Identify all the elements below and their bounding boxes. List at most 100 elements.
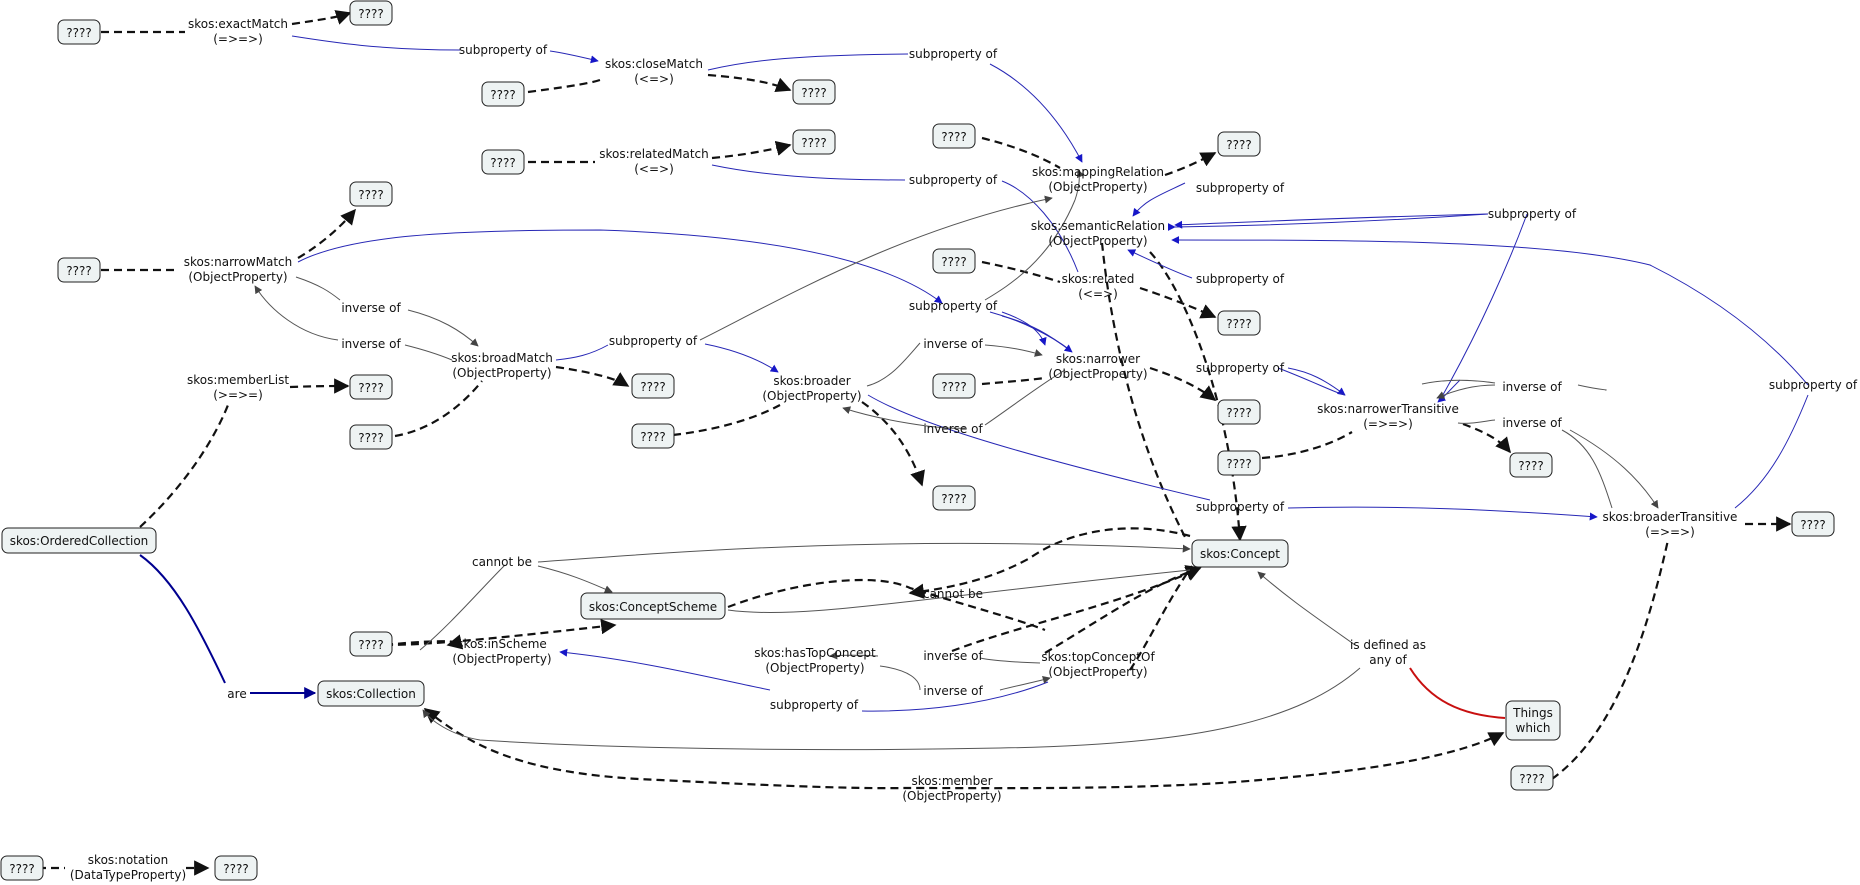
unknown-node[interactable]: ????	[792, 79, 836, 105]
subproperty-of-label: subproperty of	[609, 334, 698, 348]
inverse-of-label: inverse of	[341, 337, 401, 351]
unknown-node[interactable]: ????	[481, 81, 525, 107]
unknown-node[interactable]: ????	[631, 423, 675, 449]
svg-text:(ObjectProperty): (ObjectProperty)	[1048, 234, 1147, 248]
narrow-match-property: skos:narrowMatch (ObjectProperty)	[184, 255, 293, 284]
svg-text:skos:mappingRelation: skos:mappingRelation	[1032, 165, 1164, 179]
unknown-node[interactable]: ????	[1791, 511, 1835, 537]
unknown-node[interactable]: ????	[932, 123, 976, 149]
unknown-node[interactable]: ????	[57, 19, 101, 45]
svg-text:(<=>): (<=>)	[1078, 287, 1118, 301]
svg-text:(=>=>): (=>=>)	[1363, 417, 1413, 431]
cannot-be-label: cannot be	[472, 555, 532, 569]
unknown-node[interactable]: ????	[1217, 399, 1261, 425]
svg-text:????: ????	[490, 156, 515, 170]
unknown-node[interactable]: ????	[932, 485, 976, 511]
broad-match-property: skos:broadMatch (ObjectProperty)	[451, 351, 553, 380]
svg-text:????: ????	[358, 7, 383, 21]
subproperty-of-label: subproperty of	[1196, 181, 1285, 195]
unknown-node[interactable]: ????	[1217, 310, 1261, 336]
svg-text:????: ????	[1226, 138, 1251, 152]
svg-text:(ObjectProperty): (ObjectProperty)	[902, 789, 1001, 803]
dashed-edges	[38, 10, 1792, 876]
svg-text:????: ????	[490, 88, 515, 102]
svg-text:skos:member: skos:member	[911, 774, 992, 788]
svg-text:????: ????	[941, 130, 966, 144]
svg-text:????: ????	[801, 136, 826, 150]
svg-text:skos:broaderTransitive: skos:broaderTransitive	[1603, 510, 1738, 524]
collection-node[interactable]: skos:Collection	[317, 680, 425, 707]
inverse-of-label: inverse of	[1502, 380, 1562, 394]
things-which-node[interactable]: Things which	[1505, 700, 1561, 741]
svg-text:????: ????	[223, 862, 248, 876]
svg-text:????: ????	[66, 264, 91, 278]
svg-text:(ObjectProperty): (ObjectProperty)	[1048, 665, 1147, 679]
narrower-transitive-property: skos:narrowerTransitive (=>=>)	[1317, 402, 1459, 431]
svg-text:skos:Concept: skos:Concept	[1200, 547, 1280, 561]
unknown-node[interactable]: ????	[214, 855, 258, 881]
svg-text:(ObjectProperty): (ObjectProperty)	[762, 389, 861, 403]
concept-node[interactable]: skos:Concept	[1191, 539, 1289, 568]
unknown-node[interactable]: ????	[1217, 131, 1261, 157]
subproperty-of-label: subproperty of	[1196, 361, 1285, 375]
subproperty-of-label: subproperty of	[909, 173, 998, 187]
unknown-node[interactable]: ????	[792, 129, 836, 155]
unknown-node[interactable]: ????	[481, 149, 525, 175]
svg-text:????: ????	[941, 492, 966, 506]
svg-text:skos:broadMatch: skos:broadMatch	[451, 351, 553, 365]
svg-text:????: ????	[358, 381, 383, 395]
inverse-edges	[254, 169, 1659, 691]
svg-text:(ObjectProperty): (ObjectProperty)	[765, 661, 864, 675]
close-match-property: skos:closeMatch (<=>)	[605, 57, 703, 86]
svg-text:????: ????	[358, 638, 383, 652]
unknown-node[interactable]: ????	[349, 631, 393, 657]
mapping-relation-property: skos:mappingRelation (ObjectProperty)	[1032, 165, 1164, 194]
svg-text:skos:topConceptOf: skos:topConceptOf	[1041, 650, 1155, 664]
unknown-node[interactable]: ????	[0, 855, 44, 881]
svg-text:(<=>): (<=>)	[634, 162, 674, 176]
unknown-node[interactable]: ????	[932, 373, 976, 399]
svg-text:skos:narrowMatch: skos:narrowMatch	[184, 255, 293, 269]
unknown-node[interactable]: ????	[1217, 450, 1261, 476]
subproperty-of-label: subproperty of	[770, 698, 859, 712]
unknown-node[interactable]: ????	[349, 0, 393, 26]
svg-text:(<=>): (<=>)	[634, 72, 674, 86]
svg-text:skos:related: skos:related	[1062, 272, 1135, 286]
svg-text:(=>=>): (=>=>)	[213, 32, 263, 46]
svg-text:????: ????	[1518, 459, 1543, 473]
svg-text:skos:OrderedCollection: skos:OrderedCollection	[10, 534, 149, 548]
svg-text:skos:closeMatch: skos:closeMatch	[605, 57, 703, 71]
unknown-node[interactable]: ????	[631, 373, 675, 399]
broader-transitive-property: skos:broaderTransitive (=>=>)	[1603, 510, 1738, 539]
unknown-node[interactable]: ????	[349, 374, 393, 400]
broader-property: skos:broader (ObjectProperty)	[762, 374, 861, 403]
svg-text:any of: any of	[1369, 653, 1407, 667]
svg-text:????: ????	[358, 188, 383, 202]
svg-text:????: ????	[1226, 406, 1251, 420]
inverse-of-label: inverse of	[923, 684, 983, 698]
subproperty-of-label: subproperty of	[1196, 272, 1285, 286]
ordered-collection-node[interactable]: skos:OrderedCollection	[1, 527, 157, 554]
unknown-node[interactable]: ????	[349, 181, 393, 207]
svg-text:????: ????	[801, 86, 826, 100]
unknown-node[interactable]: ????	[57, 257, 101, 283]
in-scheme-property: skos:inScheme (ObjectProperty)	[452, 637, 551, 666]
svg-text:(ObjectProperty): (ObjectProperty)	[452, 652, 551, 666]
svg-text:????: ????	[1519, 772, 1544, 786]
unknown-node[interactable]: ????	[349, 424, 393, 450]
concept-scheme-node[interactable]: skos:ConceptScheme	[580, 592, 726, 620]
svg-text:(>=>=): (>=>=)	[213, 388, 263, 402]
svg-text:????: ????	[1226, 457, 1251, 471]
svg-text:(DataTypeProperty): (DataTypeProperty)	[70, 868, 186, 882]
unknown-node[interactable]: ????	[932, 248, 976, 274]
subproperty-edges	[291, 35, 1809, 712]
inverse-of-label: inverse of	[923, 337, 983, 351]
unknown-node[interactable]: ????	[1509, 452, 1553, 478]
are-label: are	[227, 687, 246, 701]
unknown-node[interactable]: ????	[1510, 765, 1554, 791]
svg-text:????: ????	[1800, 518, 1825, 532]
exact-match-property: skos:exactMatch (=>=>)	[188, 17, 288, 46]
svg-text:????: ????	[640, 380, 665, 394]
svg-text:skos:memberList: skos:memberList	[187, 373, 289, 387]
